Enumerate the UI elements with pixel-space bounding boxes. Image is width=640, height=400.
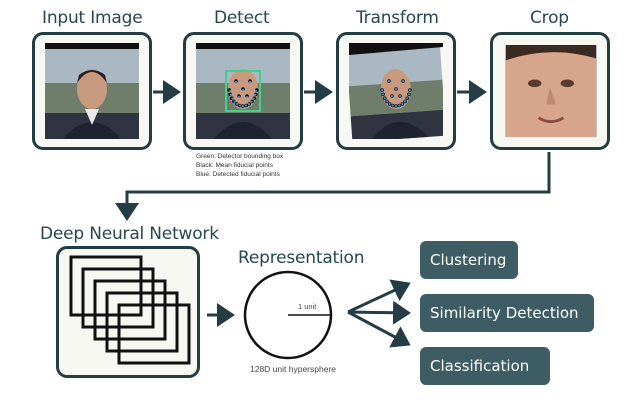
detected-fiducial-point (401, 102, 404, 105)
detected-fiducial-point (241, 104, 245, 108)
detected-fiducial-point (387, 79, 391, 83)
crop-photo (505, 45, 597, 137)
transform-photo (349, 43, 443, 139)
detected-fiducial-point (398, 104, 401, 107)
detected-fiducial-point (236, 102, 239, 106)
detected-fiducial-point (388, 102, 391, 105)
detect-panel (183, 32, 303, 150)
detected-fiducial-point (391, 104, 394, 107)
stage-title-transform: Transform (356, 8, 439, 28)
detected-fiducial-point (382, 93, 385, 96)
layers-icon (69, 255, 191, 365)
detected-fiducial-point (394, 104, 398, 108)
detected-fiducial-point (406, 97, 409, 100)
stage-title-input: Input Image (42, 8, 143, 28)
detected-fiducial-point (245, 95, 249, 99)
detected-fiducial-point (383, 97, 386, 100)
detected-fiducial-point (401, 79, 405, 83)
stage-title-crop: Crop (530, 8, 569, 28)
detected-fiducial-point (229, 89, 232, 92)
detected-fiducial-point (407, 93, 410, 96)
legend-green: Green: Detector bounding box (196, 153, 284, 160)
input-photo (45, 43, 139, 139)
arrow-to-classification (347, 310, 411, 348)
detected-fiducial-point (394, 87, 398, 91)
detected-fiducial-point (238, 104, 242, 107)
detected-fiducial-point (390, 94, 394, 98)
hypersphere: 1 unit 128D unit hypersphere (243, 270, 336, 374)
unit-label: 1 unit (298, 302, 317, 311)
task-similarity-detection: Similarity Detection (420, 294, 594, 332)
arrow-to-clustering (347, 279, 411, 314)
detected-fiducial-point (241, 88, 245, 92)
transform-panel (336, 32, 456, 150)
arrow-to-similarity (347, 300, 411, 325)
representation-title: Representation (238, 248, 365, 268)
arrow-crop-to-network (115, 152, 551, 221)
detected-fiducial-point (398, 94, 402, 98)
detected-fiducial-point (404, 100, 407, 103)
detected-fiducial-point (233, 100, 236, 103)
detected-fiducial-point (253, 93, 257, 96)
detected-fiducial-point (237, 95, 241, 99)
detected-fiducial-point (385, 100, 388, 103)
detected-fiducial-point (229, 93, 233, 96)
hypersphere-caption: 128D unit hypersphere (250, 364, 336, 374)
detected-fiducial-point (408, 88, 411, 92)
detected-fiducial-point (381, 88, 384, 92)
input-image-panel (32, 32, 152, 150)
detected-fiducial-point (234, 80, 238, 84)
detected-fiducial-point (248, 80, 252, 84)
detector-bounding-box (225, 70, 261, 112)
detected-fiducial-point (247, 102, 250, 106)
legend-black: Black: Mean fiducial points (196, 162, 273, 169)
task-classification: Classification (420, 347, 550, 385)
detected-fiducial-point (250, 100, 253, 103)
network-title: Deep Neural Network (40, 224, 219, 244)
task-clustering: Clustering (420, 241, 518, 279)
detected-fiducial-point (231, 97, 234, 100)
legend-blue: Blue: Detected fiducial points (196, 171, 280, 178)
crop-panel (490, 32, 610, 150)
network-panel (56, 246, 200, 378)
detected-fiducial-point (252, 97, 255, 100)
detected-fiducial-point (244, 104, 248, 107)
stage-title-detect: Detect (214, 8, 270, 28)
detect-photo (196, 43, 290, 139)
detected-fiducial-point (254, 89, 257, 92)
